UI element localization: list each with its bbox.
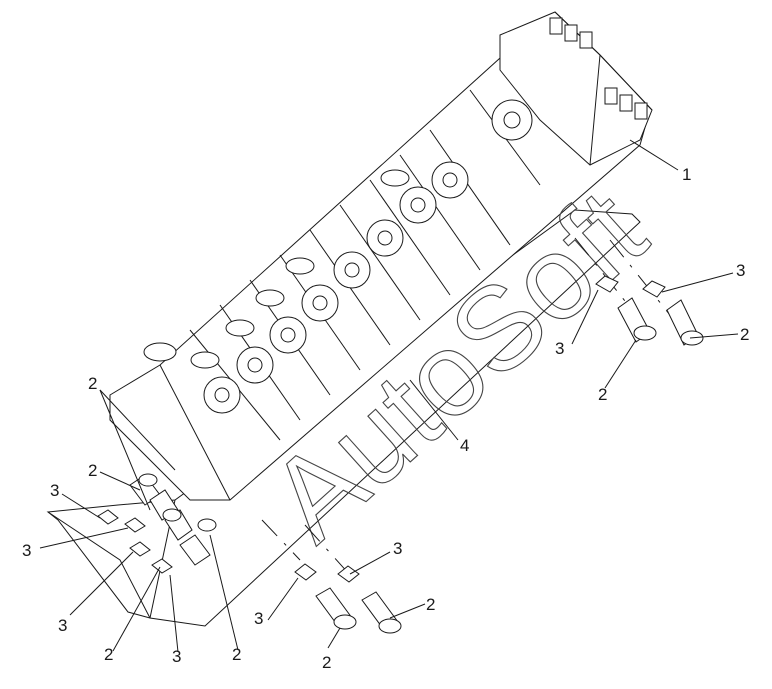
callout-2: 2 bbox=[104, 645, 113, 664]
callout-2: 2 bbox=[232, 645, 241, 664]
callout-1: 1 bbox=[682, 165, 691, 184]
left-fasteners bbox=[97, 473, 217, 574]
callout-3: 3 bbox=[22, 541, 31, 560]
callout-labels: 1 4 3 3 2 2 2 2 3 3 3 2 3 2 3 3 2 2 bbox=[22, 165, 749, 672]
callout-3: 3 bbox=[50, 481, 59, 500]
end-fittings bbox=[549, 17, 648, 120]
leader-lines bbox=[39, 139, 739, 653]
callout-3: 3 bbox=[736, 261, 745, 280]
solenoid-caps bbox=[143, 99, 533, 414]
callout-2: 2 bbox=[88, 374, 97, 393]
callout-4: 4 bbox=[460, 436, 469, 455]
right-fasteners bbox=[574, 237, 704, 346]
callout-3: 3 bbox=[172, 647, 181, 666]
callout-3: 3 bbox=[555, 339, 564, 358]
callout-3: 3 bbox=[58, 616, 67, 635]
callout-2: 2 bbox=[598, 385, 607, 404]
bottom-fasteners bbox=[261, 519, 402, 634]
callout-2: 2 bbox=[740, 325, 749, 344]
callout-3: 3 bbox=[393, 539, 402, 558]
callout-3: 3 bbox=[254, 609, 263, 628]
callout-2: 2 bbox=[322, 653, 331, 672]
callout-2: 2 bbox=[426, 595, 435, 614]
callout-2: 2 bbox=[88, 461, 97, 480]
